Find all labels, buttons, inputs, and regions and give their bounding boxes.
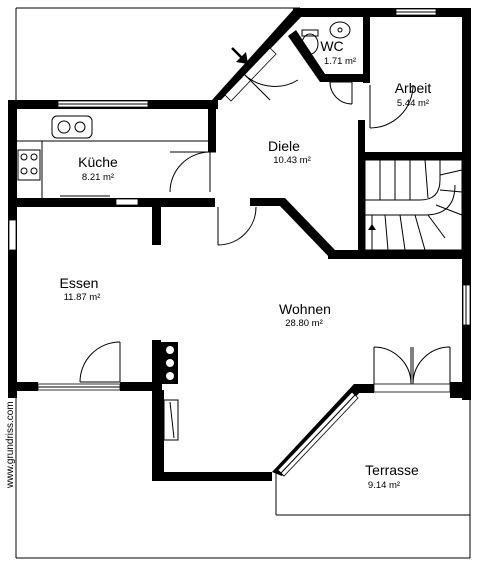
room-area-kueche: 8.21 m² [82,172,114,183]
room-area-arbeit: 5.44 m² [397,98,429,109]
room-name-diele: Diele [268,138,300,154]
room-labels: WC 1.71 m² Arbeit 5.44 m² Küche 8.21 m² … [60,38,432,491]
room-area-wc: 1.71 m² [324,56,356,67]
room-area-terrasse: 9.14 m² [368,480,400,491]
walls [8,8,471,481]
windows [8,8,471,477]
watermark: www.grundriss.com [5,401,16,489]
entrance-arrow-icon [231,47,248,64]
staircase [364,159,463,251]
doors [79,69,451,385]
room-area-essen: 11.87 m² [64,292,101,303]
room-name-wohnen: Wohnen [279,301,331,317]
fireplace [152,342,179,441]
wc-fixtures [301,21,351,55]
room-area-diele: 10.43 m² [273,155,311,166]
room-name-wc: WC [320,38,343,54]
room-area-wohnen: 28.80 m² [285,318,323,329]
kitchen-counter [17,115,208,198]
room-name-terrasse: Terrasse [365,462,419,478]
room-name-essen: Essen [60,275,99,291]
site-outline [15,7,471,559]
room-name-arbeit: Arbeit [395,80,432,96]
room-name-kueche: Küche [78,154,118,170]
